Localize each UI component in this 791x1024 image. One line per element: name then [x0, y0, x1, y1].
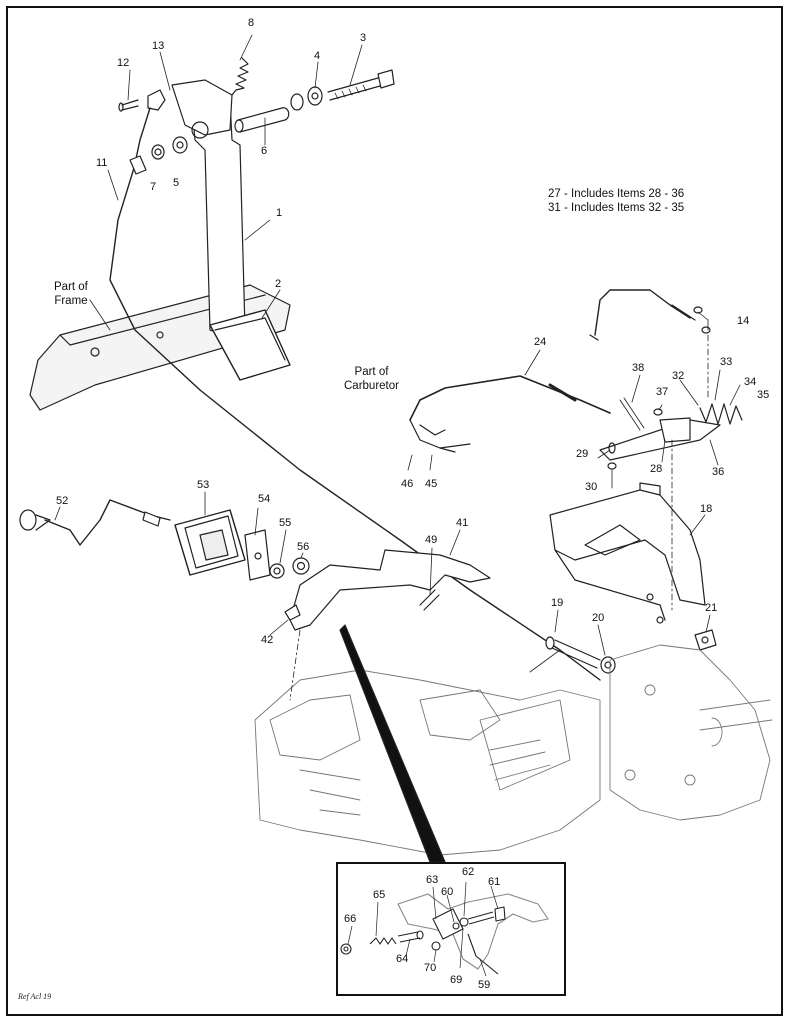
inset-drawing — [340, 881, 549, 977]
callout-14: 14 — [737, 315, 750, 327]
callout-63: 63 — [426, 874, 439, 886]
callout-36: 36 — [712, 466, 725, 478]
callout-34: 34 — [744, 376, 757, 388]
detail-inset: 62 63 61 60 65 66 64 70 69 59 — [336, 862, 566, 996]
callout-19: 19 — [551, 597, 564, 609]
callout-60: 60 — [441, 886, 454, 898]
callout-6: 6 — [261, 145, 268, 157]
callout-69: 69 — [450, 974, 463, 986]
carburetor-cable — [409, 375, 611, 421]
mounting-bracket — [549, 489, 706, 606]
inset-pointer — [339, 624, 446, 863]
callout-21: 21 — [705, 602, 718, 614]
callout-30: 30 — [585, 481, 598, 493]
callout-62: 62 — [462, 866, 475, 878]
carburetor-label-line2: Carburetor — [344, 380, 399, 393]
callout-42: 42 — [261, 634, 274, 646]
callout-49: 49 — [425, 534, 438, 546]
frame-label-line1: Part of — [54, 281, 88, 293]
note-27: 27 - Includes Items 28 - 36 — [548, 188, 685, 200]
callout-53: 53 — [197, 479, 210, 491]
callout-45: 45 — [425, 478, 438, 490]
cable-bracket — [147, 89, 166, 111]
callout-18: 18 — [700, 503, 713, 515]
callout-12: 12 — [117, 57, 130, 69]
throttle-cable — [109, 107, 601, 681]
callout-52: 52 — [56, 495, 69, 507]
return-spring — [231, 57, 249, 96]
frame-label-line2: Frame — [54, 295, 88, 308]
callout-4: 4 — [314, 50, 321, 62]
callout-1: 1 — [276, 207, 283, 219]
reference-code: Ref Acl 19 — [18, 992, 52, 1001]
carburetor-label-line1: Part of — [354, 366, 389, 378]
governor-lever — [599, 419, 721, 461]
callout-3: 3 — [360, 32, 367, 44]
callout-2: 2 — [275, 278, 282, 290]
callout-11: 11 — [96, 157, 108, 169]
includes-notes: 27 - Includes Items 28 - 36 31 - Include… — [548, 187, 684, 216]
callout-38: 38 — [632, 362, 645, 374]
callout-64: 64 — [396, 953, 409, 965]
callout-5: 5 — [173, 177, 180, 189]
callout-66: 66 — [344, 913, 357, 925]
callout-13: 13 — [152, 40, 165, 52]
control-lever — [289, 549, 491, 631]
page-border — [6, 6, 783, 1016]
callout-20: 20 — [592, 612, 605, 624]
engine-outline — [254, 644, 773, 856]
callout-61: 61 — [488, 876, 501, 888]
callout-70: 70 — [424, 962, 437, 974]
callout-65: 65 — [373, 889, 386, 901]
callout-35: 35 — [757, 389, 770, 401]
bracket-bolt — [551, 639, 601, 669]
callout-7: 7 — [150, 181, 157, 193]
frame-label: Part of Frame — [54, 280, 88, 309]
callout-37: 37 — [656, 386, 669, 398]
callout-24: 24 — [534, 336, 547, 348]
carburetor-label: Part of Carburetor — [344, 365, 399, 394]
callout-29: 29 — [576, 448, 589, 460]
pivot-bolt — [327, 77, 381, 101]
callout-33: 33 — [720, 356, 733, 368]
governor-spring — [699, 403, 743, 425]
bushing — [237, 107, 290, 133]
callout-8: 8 — [248, 17, 255, 29]
callout-41: 41 — [456, 517, 469, 529]
callout-59: 59 — [478, 979, 491, 991]
callout-28: 28 — [650, 463, 663, 475]
callout-46: 46 — [401, 478, 414, 490]
callout-56: 56 — [297, 541, 310, 553]
callout-32: 32 — [672, 370, 685, 382]
callout-54: 54 — [258, 493, 271, 505]
callout-55: 55 — [279, 517, 292, 529]
note-31: 31 - Includes Items 32 - 35 — [548, 202, 685, 215]
